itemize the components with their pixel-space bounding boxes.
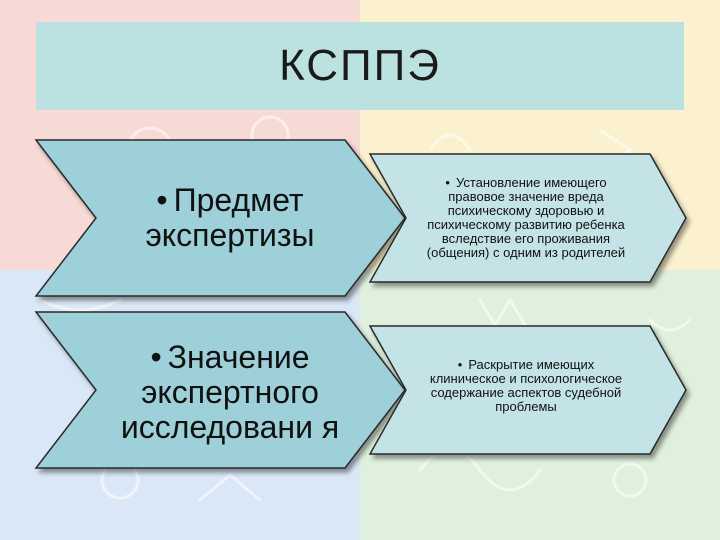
page-title: КСППЭ	[279, 41, 441, 90]
row-1-right-label: Установление имеющего правовое значение …	[424, 140, 628, 296]
row-2-left-text: Значение экспертного исследовани я	[112, 339, 348, 445]
title-bar: КСППЭ	[36, 22, 684, 110]
row-2-right-label: Раскрытие имеющих клиническое и психолог…	[428, 336, 624, 436]
row-1-right-text: Установление имеющего правовое значение …	[424, 176, 628, 260]
row-2-right-text: Раскрытие имеющих клиническое и психолог…	[428, 358, 624, 414]
row-2-left-label: Значение экспертного исследовани я	[112, 318, 348, 466]
row-1-left-label: Предмет экспертизы	[110, 150, 350, 286]
row-1-left-text: Предмет экспертизы	[110, 183, 350, 253]
